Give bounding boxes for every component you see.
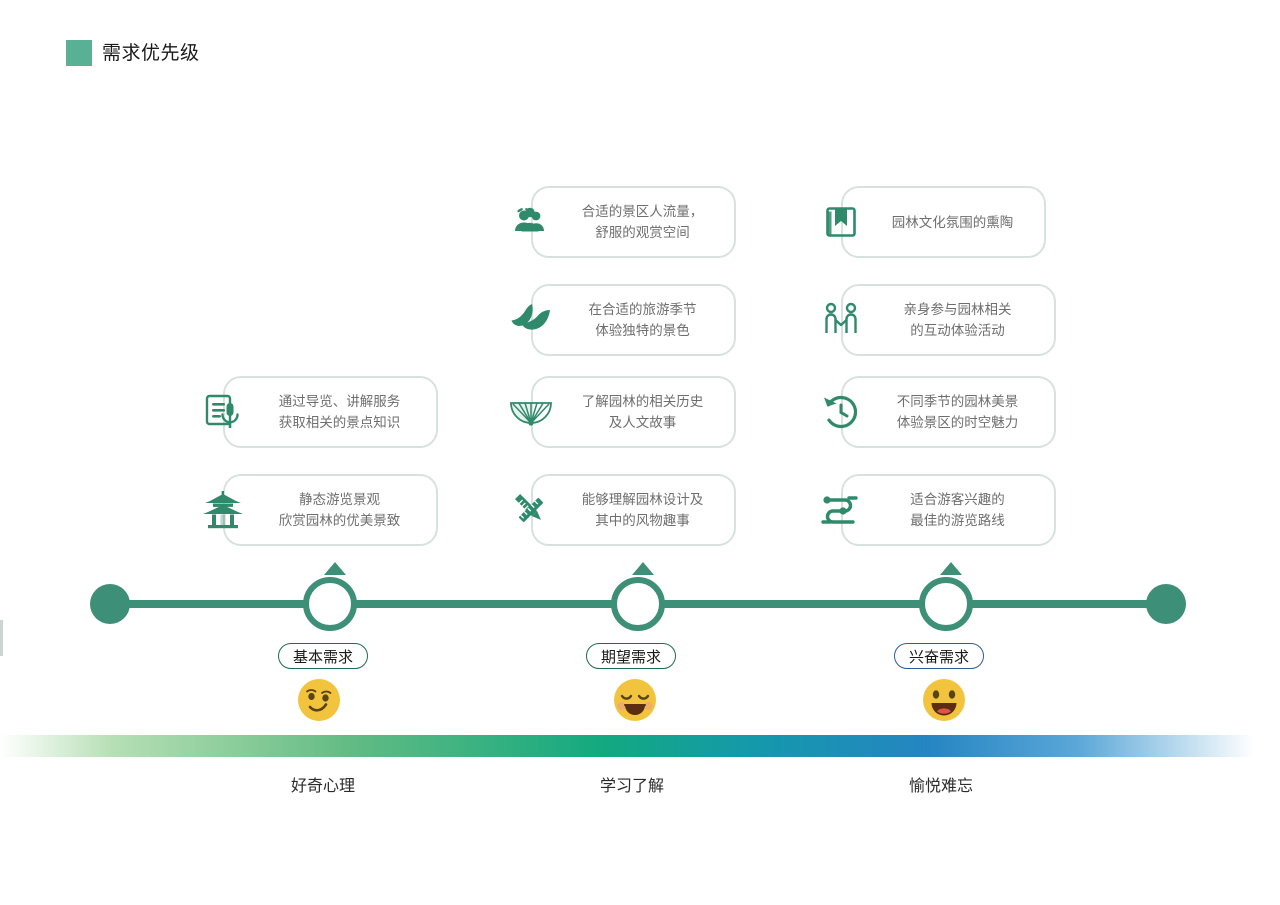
requirement-card[interactable]: 能够理解园林设计及 其中的风物趣事 bbox=[508, 474, 736, 546]
timeline-start-cap bbox=[90, 584, 130, 624]
requirement-card-body: 园林文化氛围的熏陶 bbox=[841, 186, 1046, 258]
timeline-label-expected[interactable]: 期望需求 bbox=[586, 643, 677, 669]
card-text-line: 通过导览、讲解服务 bbox=[278, 394, 401, 409]
timeline-end-cap bbox=[1146, 584, 1186, 624]
card-text-line: 适合游客兴趣的 bbox=[910, 492, 1005, 507]
left-edge-marker bbox=[0, 620, 3, 656]
two-people-interaction-icon bbox=[818, 297, 864, 343]
card-text-line: 舒服的观赏空间 bbox=[595, 225, 690, 240]
timeline-label-basic[interactable]: 基本需求 bbox=[278, 643, 369, 669]
footer-label-curiosity: 好奇心理 bbox=[290, 778, 356, 795]
timeline-node-basic[interactable] bbox=[303, 577, 357, 631]
card-text-line: 其中的风物趣事 bbox=[595, 513, 690, 528]
requirement-card[interactable]: 在合适的旅游季节 体验独特的景色 bbox=[508, 284, 736, 356]
requirement-card[interactable]: 亲身参与园林相关 的互动体验活动 bbox=[818, 284, 1056, 356]
relieved-smiling-face-emoji bbox=[612, 677, 658, 723]
requirement-card[interactable]: 园林文化氛围的熏陶 bbox=[818, 186, 1046, 258]
timeline-marker-arrow-icon bbox=[940, 562, 962, 575]
grinning-face-emoji bbox=[921, 677, 967, 723]
clock-rewind-icon bbox=[818, 389, 864, 435]
footer-label-learning: 学习了解 bbox=[599, 778, 665, 795]
pagoda-icon bbox=[200, 487, 246, 533]
requirement-card[interactable]: 静态游览景观 欣赏园林的优美景致 bbox=[200, 474, 438, 546]
card-text-line: 在合适的旅游季节 bbox=[588, 302, 697, 317]
folding-fan-icon bbox=[508, 389, 554, 435]
winding-route-icon bbox=[818, 487, 864, 533]
timeline-marker-arrow-icon bbox=[632, 562, 654, 575]
card-text-line: 体验景区的时空魅力 bbox=[896, 415, 1019, 430]
requirement-card-body: 在合适的旅游季节 体验独特的景色 bbox=[531, 284, 736, 356]
card-text-line: 的互动体验活动 bbox=[910, 323, 1005, 338]
smirking-face-emoji bbox=[296, 677, 342, 723]
card-text-line: 体验独特的景色 bbox=[595, 323, 690, 338]
requirement-card[interactable]: 不同季节的园林美景 体验景区的时空魅力 bbox=[818, 376, 1056, 448]
requirement-card[interactable]: 适合游客兴趣的 最佳的游览路线 bbox=[818, 474, 1056, 546]
card-text-line: 不同季节的园林美景 bbox=[896, 394, 1019, 409]
page-title: 需求优先级 bbox=[102, 42, 200, 64]
document-microphone-icon bbox=[200, 389, 246, 435]
requirement-card-body: 亲身参与园林相关 的互动体验活动 bbox=[841, 284, 1056, 356]
requirement-card-body: 能够理解园林设计及 其中的风物趣事 bbox=[531, 474, 736, 546]
leaf-icon bbox=[508, 297, 554, 343]
card-text-line: 静态游览景观 bbox=[299, 492, 380, 507]
pencil-ruler-icon bbox=[508, 487, 554, 533]
timeline-node-exciting[interactable] bbox=[919, 577, 973, 631]
requirement-card[interactable]: 了解园林的相关历史 及人文故事 bbox=[508, 376, 736, 448]
priority-timeline: 基本需求 期望需求 兴奋需求 bbox=[0, 560, 1280, 723]
card-text-line: 欣赏园林的优美景致 bbox=[278, 513, 401, 528]
requirement-card-body: 通过导览、讲解服务 获取相关的景点知识 bbox=[223, 376, 438, 448]
card-text-line: 了解园林的相关历史 bbox=[581, 394, 704, 409]
card-text-line: 及人文故事 bbox=[608, 415, 677, 430]
requirement-card-body: 适合游客兴趣的 最佳的游览路线 bbox=[841, 474, 1056, 546]
card-text-line: 能够理解园林设计及 bbox=[581, 492, 704, 507]
bookmark-book-icon bbox=[818, 199, 864, 245]
requirement-card-body: 不同季节的园林美景 体验景区的时空魅力 bbox=[841, 376, 1056, 448]
card-text-line: 合适的景区人流量， bbox=[581, 204, 704, 219]
header-swatch-icon bbox=[66, 40, 92, 66]
experience-gradient-bar bbox=[0, 735, 1254, 757]
timeline-node-expected[interactable] bbox=[611, 577, 665, 631]
timeline-marker-arrow-icon bbox=[324, 562, 346, 575]
footer-label-delight: 愉悦难忘 bbox=[908, 778, 974, 795]
requirement-card-body: 了解园林的相关历史 及人文故事 bbox=[531, 376, 736, 448]
people-group-icon bbox=[508, 199, 554, 245]
requirement-card[interactable]: 通过导览、讲解服务 获取相关的景点知识 bbox=[200, 376, 438, 448]
card-text-line: 最佳的游览路线 bbox=[910, 513, 1005, 528]
card-text-line: 获取相关的景点知识 bbox=[278, 415, 401, 430]
card-text-line: 亲身参与园林相关 bbox=[903, 302, 1012, 317]
card-text-line: 园林文化氛围的熏陶 bbox=[891, 214, 1014, 230]
requirement-card-body: 合适的景区人流量， 舒服的观赏空间 bbox=[531, 186, 736, 258]
page-header: 需求优先级 bbox=[66, 40, 200, 66]
requirement-card-body: 静态游览景观 欣赏园林的优美景致 bbox=[223, 474, 438, 546]
timeline-label-exciting[interactable]: 兴奋需求 bbox=[894, 643, 985, 669]
requirement-card[interactable]: 合适的景区人流量， 舒服的观赏空间 bbox=[508, 186, 736, 258]
